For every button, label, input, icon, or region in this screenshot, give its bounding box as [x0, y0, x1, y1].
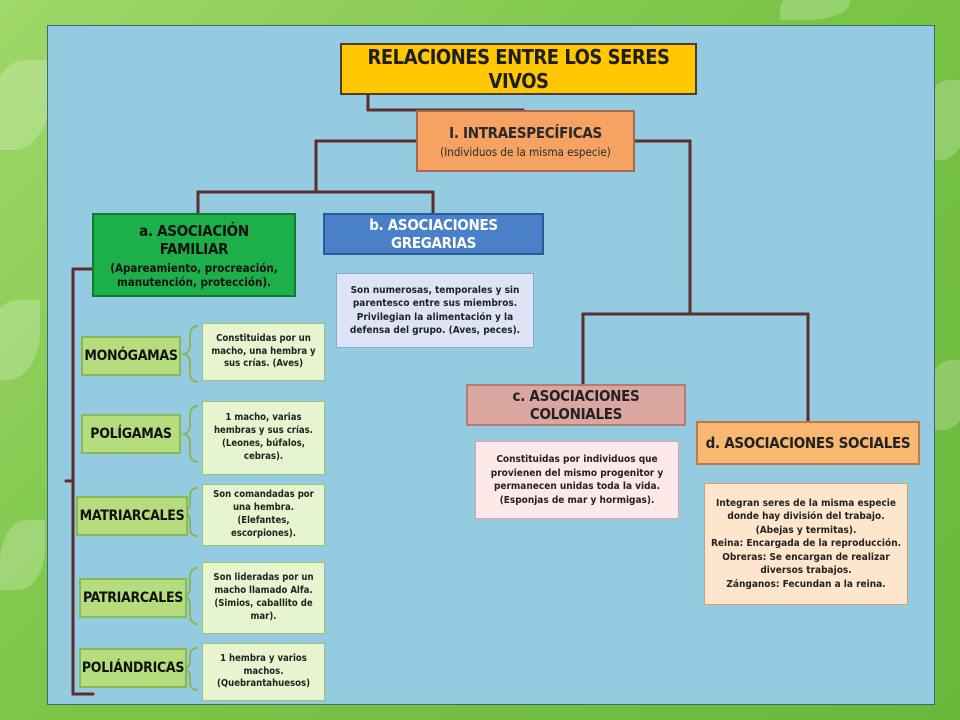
main-title: RELACIONES ENTRE LOS SERES VIVOS: [340, 43, 697, 95]
type-label: MONÓGAMAS: [84, 348, 178, 364]
asociacion-familiar-subtitle: (Apareamiento, procreación, manutención,…: [110, 260, 278, 289]
type-poligamas-desc: 1 macho, varias hembras y sus crías. (Le…: [202, 401, 325, 475]
asociaciones-sociales-desc: Integran seres de la misma especie donde…: [704, 483, 908, 605]
type-matriarcales-desc: Son comandadas por una hembra. (Elefante…: [202, 484, 325, 546]
main-title-text: RELACIONES ENTRE LOS SERES VIVOS: [367, 45, 670, 93]
asociaciones-coloniales-desc-text: Constituidas por individuos que proviene…: [490, 454, 664, 506]
type-poliandricas-desc: 1 hembra y varios machos. (Quebrantahues…: [202, 643, 325, 701]
asociaciones-gregarias-title: b. ASOCIACIONES GREGARIAS: [369, 216, 498, 252]
asociaciones-coloniales-desc: Constituidas por individuos que proviene…: [475, 441, 679, 519]
asociaciones-sociales-title: d. ASOCIACIONES SOCIALES: [705, 434, 911, 452]
type-patriarcales-desc: Son lideradas por un macho llamado Alfa.…: [202, 562, 325, 634]
intraespecificas-title: I. INTRAESPECÍFICAS: [449, 123, 602, 142]
type-desc: Son comandadas por una hembra. (Elefante…: [213, 489, 314, 539]
connector-lines: [64, 92, 810, 696]
type-label: POLIÁNDRICAS: [81, 660, 185, 676]
type-desc: Son lideradas por un macho llamado Alfa.…: [213, 572, 314, 622]
type-monogamas-desc: Constituidas por un macho, una hembra y …: [202, 323, 325, 381]
type-label: POLÍGAMAS: [90, 426, 172, 442]
asociacion-familiar-title: a. ASOCIACIÓN FAMILIAR: [139, 221, 249, 258]
asociaciones-gregarias-box: b. ASOCIACIONES GREGARIAS: [323, 213, 544, 255]
type-desc: 1 hembra y varios machos. (Quebrantahues…: [216, 652, 311, 690]
background-leaf: [0, 520, 45, 590]
type-desc: 1 macho, varias hembras y sus crías. (Le…: [213, 412, 314, 462]
asociaciones-coloniales-box: c. ASOCIACIONES COLONIALES: [466, 384, 686, 426]
asociaciones-gregarias-desc: Son numerosas, temporales y sin parentes…: [336, 273, 534, 348]
type-matriarcales: MATRIARCALES: [76, 496, 188, 536]
concept-map: RELACIONES ENTRE LOS SERES VIVOS I. INTR…: [47, 25, 935, 705]
type-poligamas: POLÍGAMAS: [81, 414, 181, 454]
background-leaf: [0, 300, 40, 380]
type-poliandricas: POLIÁNDRICAS: [79, 648, 187, 688]
type-label: PATRIARCALES: [82, 590, 184, 606]
asociaciones-gregarias-desc-text: Son numerosas, temporales y sin parentes…: [349, 284, 521, 337]
type-monogamas: MONÓGAMAS: [81, 336, 181, 376]
intraespecificas-box: I. INTRAESPECÍFICAS (Individuos de la mi…: [416, 110, 635, 172]
asociaciones-sociales-desc-text: Integran seres de la misma especie donde…: [711, 497, 902, 590]
intraespecificas-subtitle: (Individuos de la misma especie): [440, 144, 611, 159]
type-desc: Constituidas por un macho, una hembra y …: [211, 332, 316, 370]
asociacion-familiar-box: a. ASOCIACIÓN FAMILIAR (Apareamiento, pr…: [92, 213, 296, 297]
type-label: MATRIARCALES: [79, 508, 185, 524]
type-patriarcales: PATRIARCALES: [79, 578, 187, 618]
background-leaf: [780, 0, 850, 20]
background-leaf: [0, 60, 50, 150]
asociaciones-sociales-box: d. ASOCIACIONES SOCIALES: [696, 421, 920, 465]
asociaciones-coloniales-title: c. ASOCIACIONES COLONIALES: [512, 387, 640, 423]
